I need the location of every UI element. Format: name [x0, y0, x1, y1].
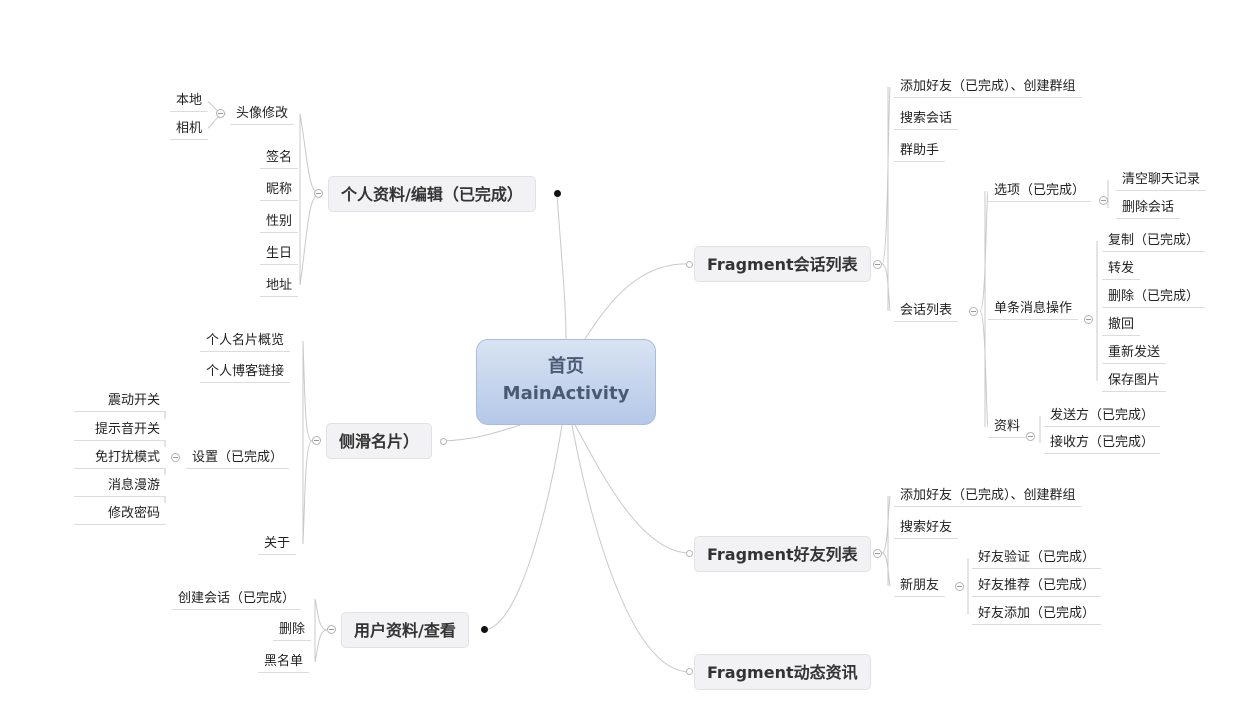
node-change-password[interactable]: 修改密码 [74, 503, 166, 525]
branch-chat-list[interactable]: Fragment会话列表 [694, 246, 871, 282]
node-avatar-local[interactable]: 本地 [170, 90, 209, 112]
node-signature[interactable]: 签名 [260, 147, 299, 169]
node-address[interactable]: 地址 [260, 275, 299, 297]
collapse-toggle[interactable] [1084, 315, 1093, 324]
collapse-toggle[interactable] [955, 582, 964, 591]
node-add-friend-group[interactable]: 添加好友（已完成）、创建群组 [894, 76, 1082, 98]
branch-friend-list[interactable]: Fragment好友列表 [694, 536, 871, 572]
node-forward[interactable]: 转发 [1102, 258, 1141, 280]
branch-drawer[interactable]: 侧滑名片） [326, 423, 433, 459]
center-node[interactable]: 首页 MainActivity [476, 339, 656, 425]
node-sender[interactable]: 发送方（已完成） [1044, 405, 1161, 427]
node-about[interactable]: 关于 [258, 533, 297, 555]
node-settings[interactable]: 设置（已完成） [186, 447, 290, 469]
node-delete[interactable]: 删除 [273, 619, 312, 641]
node-create-chat[interactable]: 创建会话（已完成） [172, 588, 302, 610]
node-gender[interactable]: 性别 [260, 211, 299, 233]
node-new-friends[interactable]: 新朋友 [894, 575, 946, 597]
collapse-toggle[interactable] [873, 260, 882, 269]
node-nickname[interactable]: 昵称 [260, 179, 299, 201]
collapse-toggle[interactable] [314, 189, 323, 198]
node-dnd[interactable]: 免打扰模式 [74, 447, 166, 469]
node-add-friend-group-2[interactable]: 添加好友（已完成）、创建群组 [894, 485, 1082, 507]
node-friend-recommend[interactable]: 好友推荐（已完成） [972, 575, 1102, 597]
branch-user[interactable]: 用户资料/查看 [341, 612, 469, 648]
node-roaming[interactable]: 消息漫游 [74, 475, 166, 497]
node-vibration[interactable]: 震动开关 [74, 390, 166, 412]
node-friend-add[interactable]: 好友添加（已完成） [972, 603, 1102, 625]
node-search-friend[interactable]: 搜索好友 [894, 517, 959, 539]
node-search-chat[interactable]: 搜索会话 [894, 108, 959, 130]
branch-profile[interactable]: 个人资料/编辑（已完成） [328, 176, 536, 212]
node-delete-chat[interactable]: 删除会话 [1116, 197, 1181, 219]
node-recall[interactable]: 撤回 [1102, 314, 1141, 336]
node-avatar-camera[interactable]: 相机 [170, 118, 209, 140]
center-subtitle: MainActivity [502, 383, 630, 404]
collapse-toggle[interactable] [216, 109, 225, 118]
node-resend[interactable]: 重新发送 [1102, 342, 1167, 364]
collapse-toggle[interactable] [327, 625, 336, 634]
node-blog-link[interactable]: 个人博客链接 [200, 361, 291, 383]
node-group-assistant[interactable]: 群助手 [894, 140, 946, 162]
node-blacklist[interactable]: 黑名单 [258, 651, 310, 673]
node-options[interactable]: 选项（已完成） [988, 180, 1092, 202]
node-clear-history[interactable]: 清空聊天记录 [1116, 169, 1207, 191]
center-title: 首页 [548, 356, 584, 377]
collapse-ring[interactable] [440, 438, 447, 445]
node-birthday[interactable]: 生日 [260, 243, 299, 265]
node-sound[interactable]: 提示音开关 [74, 419, 166, 441]
collapse-toggle[interactable] [873, 549, 882, 558]
node-card-overview[interactable]: 个人名片概览 [200, 330, 291, 352]
node-conversation-list[interactable]: 会话列表 [894, 300, 959, 322]
collapse-toggle[interactable] [1026, 432, 1035, 441]
collapse-toggle[interactable] [969, 307, 978, 316]
collapse-toggle[interactable] [312, 436, 321, 445]
node-receiver[interactable]: 接收方（已完成） [1044, 432, 1161, 454]
node-friend-verify[interactable]: 好友验证（已完成） [972, 547, 1102, 569]
collapse-ring[interactable] [686, 261, 693, 268]
node-save-image[interactable]: 保存图片 [1102, 370, 1167, 392]
collapse-dot[interactable] [554, 190, 561, 197]
node-profile-info[interactable]: 资料 [988, 416, 1027, 438]
node-delete-message[interactable]: 删除（已完成） [1102, 286, 1206, 308]
collapse-dot[interactable] [481, 626, 488, 633]
branch-feed[interactable]: Fragment动态资讯 [694, 654, 871, 690]
node-copy[interactable]: 复制（已完成） [1102, 230, 1206, 252]
node-avatar[interactable]: 头像修改 [230, 103, 295, 125]
collapse-ring[interactable] [686, 550, 693, 557]
collapse-toggle[interactable] [171, 453, 180, 462]
node-message-ops[interactable]: 单条消息操作 [988, 298, 1079, 320]
collapse-ring[interactable] [686, 668, 693, 675]
collapse-toggle[interactable] [1099, 196, 1108, 205]
